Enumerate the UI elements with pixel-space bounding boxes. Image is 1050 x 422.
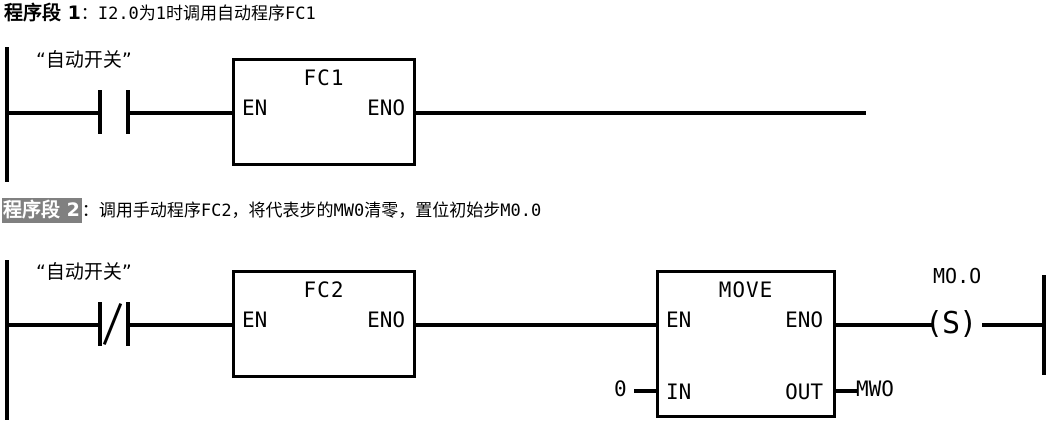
function-block-fc1-en-pin: EN [242,96,268,120]
rung-wire-2-b [129,323,234,327]
function-block-fc2-name: FC2 [303,278,345,302]
function-block-fc1[interactable]: FC1 EN ENO [232,58,416,166]
contact-label-network-2: “自动开关” [36,261,132,283]
move-in-operand-value[interactable]: 0 [614,377,627,401]
move-out-stub-wire [834,389,858,393]
contact-bar-left-network-1[interactable] [98,90,102,134]
function-block-move[interactable]: MOVE EN ENO IN OUT [656,270,836,418]
function-block-fc2-en-pin: EN [242,308,268,332]
function-block-move-in-pin: IN [666,380,692,404]
contact-bar-right-network-1[interactable] [126,90,130,134]
network-2-comment: ：调用手动程序FC2，将代表步的MW0清零，置位初始步M0.0 [81,201,542,221]
left-power-rail-network-2 [5,260,9,420]
contact-label-network-1: “自动开关” [36,49,132,71]
rung-wire-1-c [414,111,866,115]
rung-wire-2-c [414,323,658,327]
function-block-move-en-pin: EN [666,308,692,332]
move-out-operand-value[interactable]: MWO [856,377,894,401]
set-coil[interactable]: (S) [925,306,977,341]
function-block-move-eno-pin: ENO [785,308,823,332]
function-block-move-out-pin: OUT [785,380,823,404]
network-2-title: 程序段 2：调用手动程序FC2，将代表步的MW0清零，置位初始步M0.0 [2,198,542,223]
move-in-stub-wire [634,389,658,393]
rung-wire-1-a [5,111,99,115]
coil-operand-label[interactable]: MO.O [933,264,982,288]
rung-wire-2-e [982,323,1046,327]
function-block-fc1-name: FC1 [303,66,345,90]
network-1-title: 程序段 1：I2.0为1时调用自动程序FC1 [4,2,316,25]
network-1-comment: ：I2.0为1时调用自动程序FC1 [80,4,316,24]
contact-bar-left-network-2[interactable] [98,302,102,346]
function-block-fc2[interactable]: FC2 EN ENO [232,270,416,378]
function-block-move-name: MOVE [718,278,774,302]
rung-wire-1-b [129,111,234,115]
function-block-fc2-eno-pin: ENO [367,308,405,332]
rung-wire-2-a [5,323,99,327]
right-power-rail-network-2 [1042,275,1046,375]
rung-wire-2-d [834,323,932,327]
contact-bar-right-network-2[interactable] [126,302,130,346]
network-1-segment-label: 程序段 1 [4,2,81,24]
network-2-segment-label[interactable]: 程序段 2 [2,198,82,223]
contact-negation-slash-network-2 [102,303,123,345]
function-block-fc1-eno-pin: ENO [367,96,405,120]
